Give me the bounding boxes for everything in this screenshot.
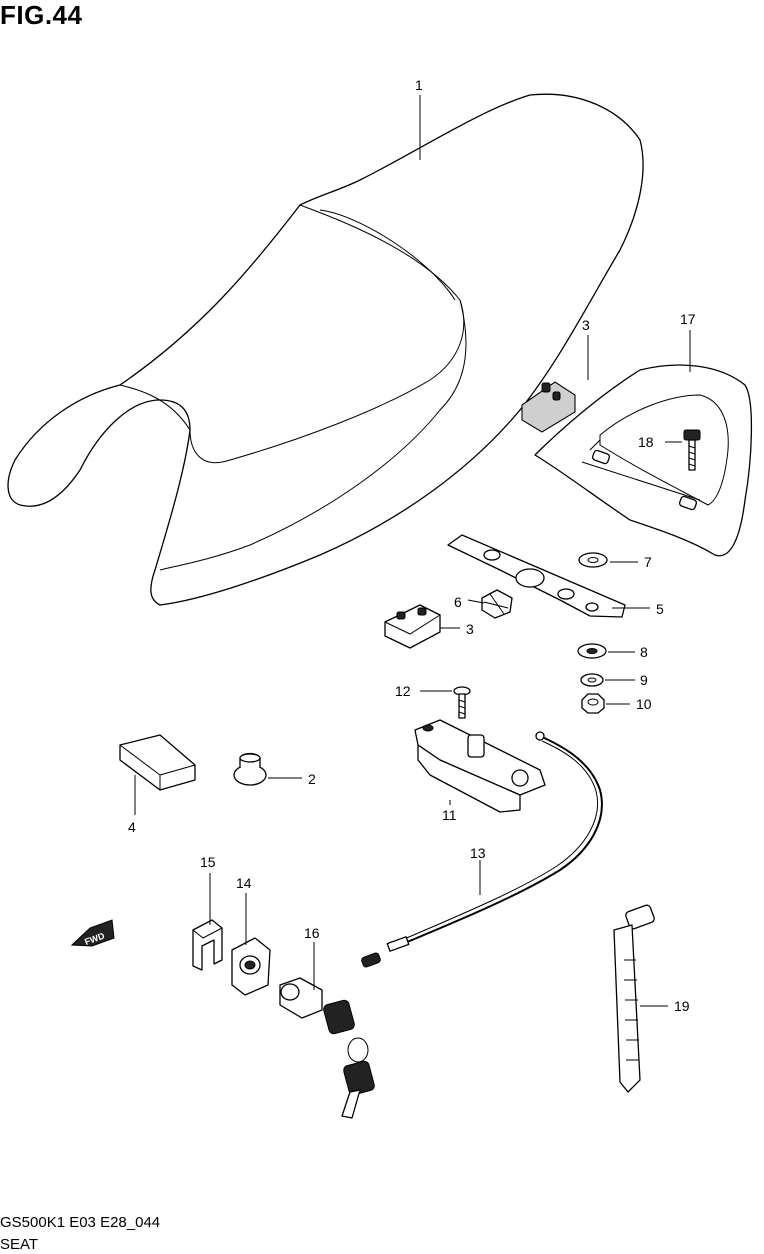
leader-lines bbox=[134, 95, 691, 1007]
callout-3-upper: 3 bbox=[582, 317, 590, 333]
callout-7: 7 bbox=[644, 554, 652, 570]
part-9-washer[interactable] bbox=[580, 673, 604, 687]
part-12-screw[interactable] bbox=[453, 686, 471, 719]
part-14-lock-plate[interactable] bbox=[231, 937, 271, 996]
callout-3-lower: 3 bbox=[466, 621, 474, 637]
figure-title: FIG.44 bbox=[0, 0, 83, 30]
part-19-cable-tie[interactable] bbox=[613, 904, 655, 1093]
part-6-damper[interactable] bbox=[481, 589, 513, 619]
part-1-seat[interactable] bbox=[7, 93, 644, 606]
callout-18: 18 bbox=[638, 434, 654, 450]
callout-10: 10 bbox=[636, 696, 652, 712]
callout-17: 17 bbox=[680, 311, 696, 327]
part-17-grab-handle[interactable] bbox=[534, 364, 753, 557]
part-3-cushion-lower[interactable] bbox=[384, 604, 441, 649]
part-2-cushion[interactable] bbox=[233, 752, 267, 786]
callout-5: 5 bbox=[656, 601, 664, 617]
part-15-clip[interactable] bbox=[192, 919, 223, 971]
part-4-pad[interactable] bbox=[119, 734, 196, 791]
callout-15: 15 bbox=[200, 854, 216, 870]
callout-11: 11 bbox=[442, 807, 457, 823]
part-8-washer[interactable] bbox=[577, 643, 607, 659]
callout-12: 12 bbox=[395, 683, 411, 699]
callout-19: 19 bbox=[674, 998, 690, 1014]
callout-6: 6 bbox=[454, 594, 462, 610]
part-3-cushion-upper[interactable] bbox=[521, 381, 576, 433]
part-5-bracket-plate[interactable] bbox=[447, 534, 626, 618]
fwd-arrow-icon: FWD bbox=[70, 919, 115, 947]
part-7-washer[interactable] bbox=[578, 552, 608, 568]
part-10-nut[interactable] bbox=[581, 693, 605, 714]
callout-9: 9 bbox=[640, 672, 648, 688]
callout-4: 4 bbox=[128, 819, 136, 835]
part-13-lock-cable[interactable] bbox=[361, 731, 603, 968]
callout-13: 13 bbox=[470, 845, 486, 861]
part-11-seat-lock[interactable] bbox=[414, 719, 546, 813]
part-18-bolt[interactable] bbox=[683, 429, 701, 471]
callout-16: 16 bbox=[304, 925, 320, 941]
callout-2: 2 bbox=[308, 771, 316, 787]
part-16-key-lock[interactable] bbox=[279, 977, 375, 1119]
callout-1: 1 bbox=[415, 77, 423, 93]
callout-8: 8 bbox=[640, 644, 648, 660]
callout-14: 14 bbox=[236, 875, 252, 891]
section-name: SEAT bbox=[0, 1236, 39, 1253]
diagram-code: GS500K1 E03 E28_044 bbox=[0, 1214, 161, 1231]
